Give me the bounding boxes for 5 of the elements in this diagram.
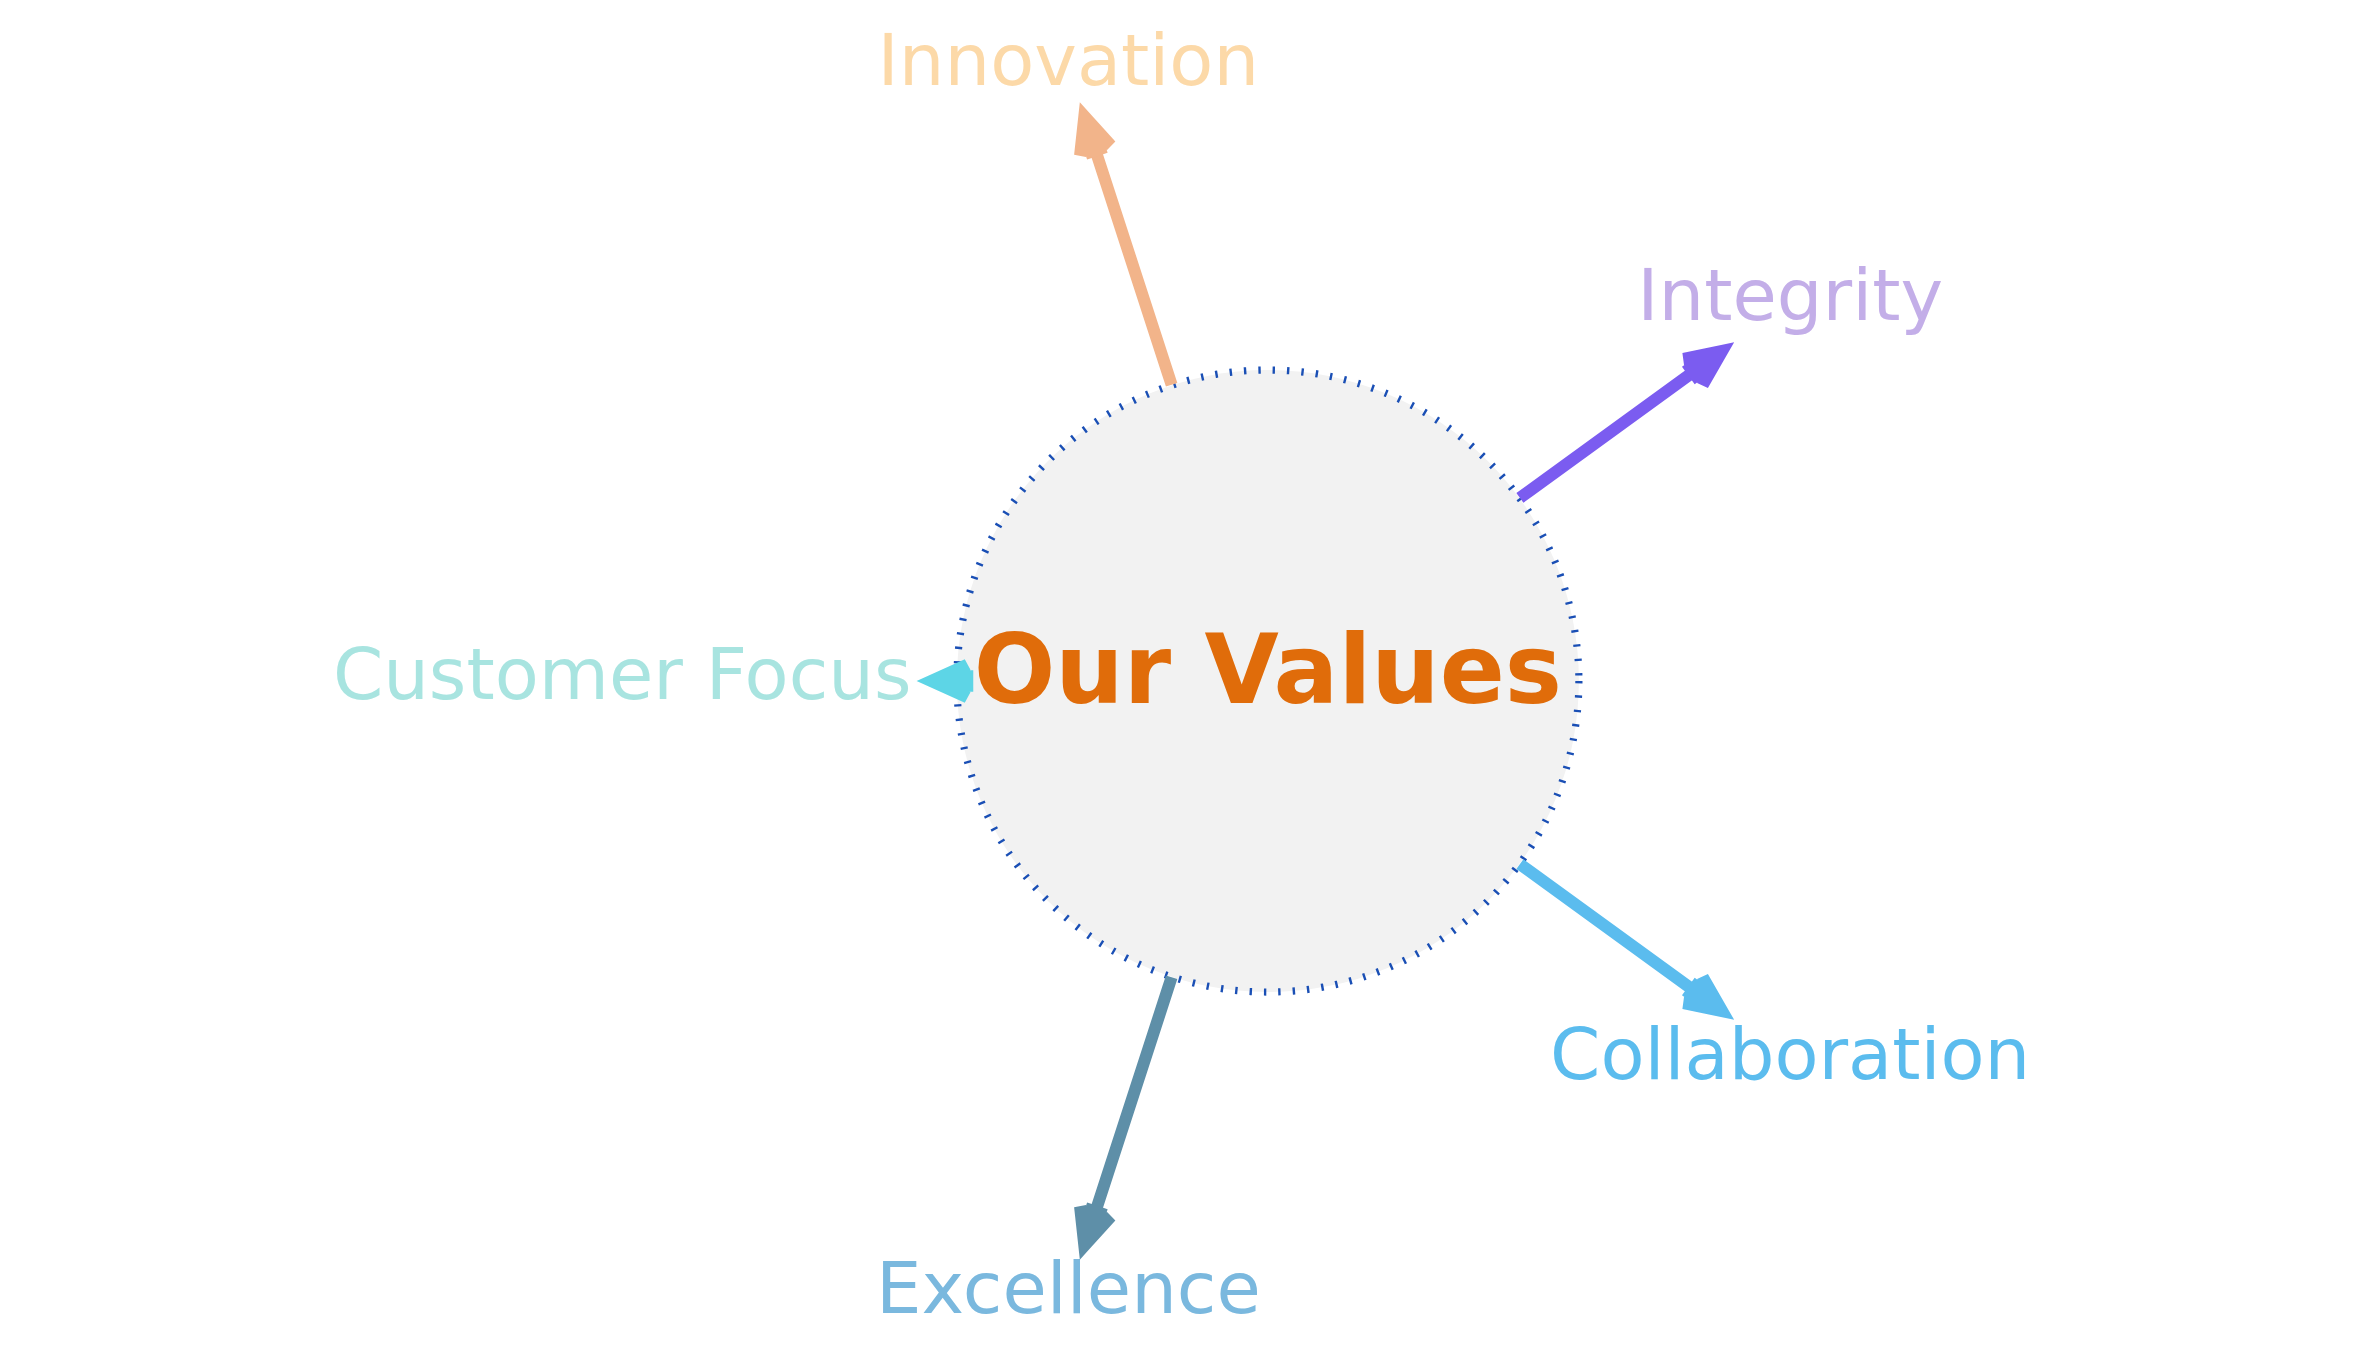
node-text: Innovation	[877, 17, 1260, 102]
node-text: Collaboration	[1550, 1011, 2031, 1096]
node-text: Integrity	[1637, 252, 1944, 337]
node-text: Excellence	[875, 1246, 1261, 1331]
node-text: Customer Focus	[332, 632, 912, 717]
